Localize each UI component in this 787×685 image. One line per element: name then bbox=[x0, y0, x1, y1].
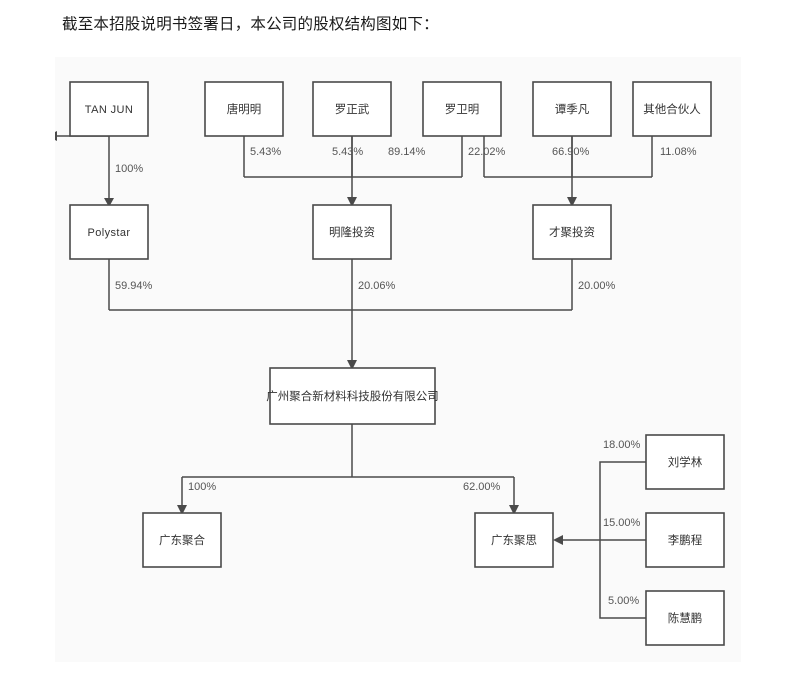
arrow-gdjuhe bbox=[177, 505, 187, 515]
node-box bbox=[312, 81, 392, 137]
edge-label-others-caiju: 11.08% bbox=[660, 146, 697, 158]
node-label: 谭季凡 bbox=[555, 103, 590, 116]
edge-label-minglong-juhe: 20.06% bbox=[358, 280, 396, 292]
arrow-minglong bbox=[347, 197, 357, 207]
node-box bbox=[532, 81, 612, 137]
node-chenhp[interactable]: 陈慧鹏 bbox=[645, 590, 725, 646]
edge-label-juhe-gdjuhe: 100% bbox=[188, 481, 216, 493]
node-label: 唐明明 bbox=[227, 102, 262, 116]
node-label: 其他合伙人 bbox=[643, 102, 701, 116]
node-box bbox=[69, 81, 149, 137]
edge-label-juhe-gdjusi: 62.00% bbox=[463, 481, 501, 493]
node-label: 罗卫明 bbox=[445, 103, 480, 116]
node-luozw[interactable]: 罗正武 bbox=[312, 81, 392, 137]
arrow-gdjusi-inbound bbox=[553, 535, 563, 545]
node-box bbox=[645, 434, 725, 490]
node-juhe[interactable]: 广州聚合新材料科技股份有限公司 bbox=[266, 367, 439, 425]
page-caption: 截至本招股说明书签署日，本公司的股权结构图如下： bbox=[62, 16, 439, 33]
edge-label-tanjun-polystar: 100% bbox=[115, 163, 143, 175]
edge-label-caiju-juhe: 20.00% bbox=[578, 280, 616, 292]
node-box bbox=[312, 204, 392, 260]
node-box bbox=[532, 204, 612, 260]
node-label: 明隆投资 bbox=[329, 225, 375, 239]
edges-layer bbox=[55, 131, 653, 619]
node-caiju[interactable]: 才聚投资 bbox=[532, 204, 612, 260]
node-box bbox=[69, 204, 149, 260]
edge-label-liuxl-gdjusi: 18.00% bbox=[603, 439, 641, 451]
node-box bbox=[269, 367, 436, 425]
node-label: 罗正武 bbox=[335, 103, 370, 116]
node-box bbox=[645, 590, 725, 646]
edge-label-polystar-juhe: 59.94% bbox=[115, 280, 153, 292]
node-label: 广东聚合 bbox=[159, 533, 205, 547]
node-box bbox=[645, 512, 725, 568]
edge-label-tanjf-caiju: 66.90% bbox=[552, 146, 590, 158]
arrow-polystar bbox=[104, 198, 114, 207]
node-box bbox=[632, 81, 712, 137]
node-minglong[interactable]: 明隆投资 bbox=[312, 204, 392, 260]
edge-labels-layer: 100% 5.43% 5.43% 89.14% 66.90% 22.02% 11.08% 59… bbox=[115, 146, 697, 607]
node-tanjf[interactable]: 谭季凡 bbox=[532, 81, 612, 137]
arrow-main-company bbox=[347, 360, 357, 370]
node-label: 才聚投资 bbox=[549, 225, 595, 239]
node-label: Polystar bbox=[88, 227, 131, 239]
node-polystar[interactable]: Polystar bbox=[69, 204, 149, 260]
edge-label-chenhp-gdjusi: 5.00% bbox=[608, 595, 639, 607]
equity-structure-diagram: TAN JUN 唐明明 罗正武 罗卫明 谭季凡 其他合伙人 Polystar 明隆投资 才聚投资… bbox=[55, 81, 725, 646]
edge-chenhp-line bbox=[599, 540, 646, 619]
edge-label-lipc-gdjusi: 15.00% bbox=[603, 517, 641, 529]
arrow-caiju bbox=[567, 197, 577, 207]
diagram-canvas: TAN JUN 唐明明 罗正武 罗卫明 谭季凡 其他合伙人 Polystar 明隆投资 才聚投资… bbox=[55, 57, 741, 662]
node-label: 广东聚思 bbox=[491, 534, 537, 547]
node-tangmm[interactable]: 唐明明 bbox=[204, 81, 284, 137]
node-label: 刘学林 bbox=[668, 455, 703, 469]
nodes-layer: TAN JUN 唐明明 罗正武 罗卫明 谭季凡 其他合伙人 Polystar 明隆投资 才聚投资… bbox=[69, 81, 725, 646]
node-label: 李鹏程 bbox=[668, 533, 703, 547]
node-box bbox=[474, 512, 554, 568]
edge-label-tangmm-minglong: 5.43% bbox=[250, 146, 281, 158]
edge-label-luowm-minglong: 89.14% bbox=[388, 146, 426, 158]
node-box bbox=[422, 81, 502, 137]
node-others[interactable]: 其他合伙人 bbox=[632, 81, 712, 137]
edge-label-luowm2-caiju: 22.02% bbox=[468, 146, 506, 158]
node-box bbox=[204, 81, 284, 137]
node-tanjun[interactable]: TAN JUN bbox=[69, 81, 149, 137]
node-lipc[interactable]: 李鹏程 bbox=[645, 512, 725, 568]
node-label: 陈慧鹏 bbox=[668, 611, 703, 625]
edge-liuxl-line bbox=[599, 461, 646, 540]
node-liuxl[interactable]: 刘学林 bbox=[645, 434, 725, 490]
node-label: TAN JUN bbox=[85, 104, 133, 116]
node-gdjusi[interactable]: 广东聚思 bbox=[474, 512, 554, 568]
node-gdjuhe[interactable]: 广东聚合 bbox=[142, 512, 222, 568]
node-box bbox=[142, 512, 222, 568]
edge-label-luozw-minglong: 5.43% bbox=[332, 146, 363, 158]
arrow-gdjusi bbox=[509, 505, 519, 515]
node-label: 广州聚合新材料科技股份有限公司 bbox=[266, 389, 439, 403]
node-luowm[interactable]: 罗卫明 bbox=[422, 81, 502, 137]
